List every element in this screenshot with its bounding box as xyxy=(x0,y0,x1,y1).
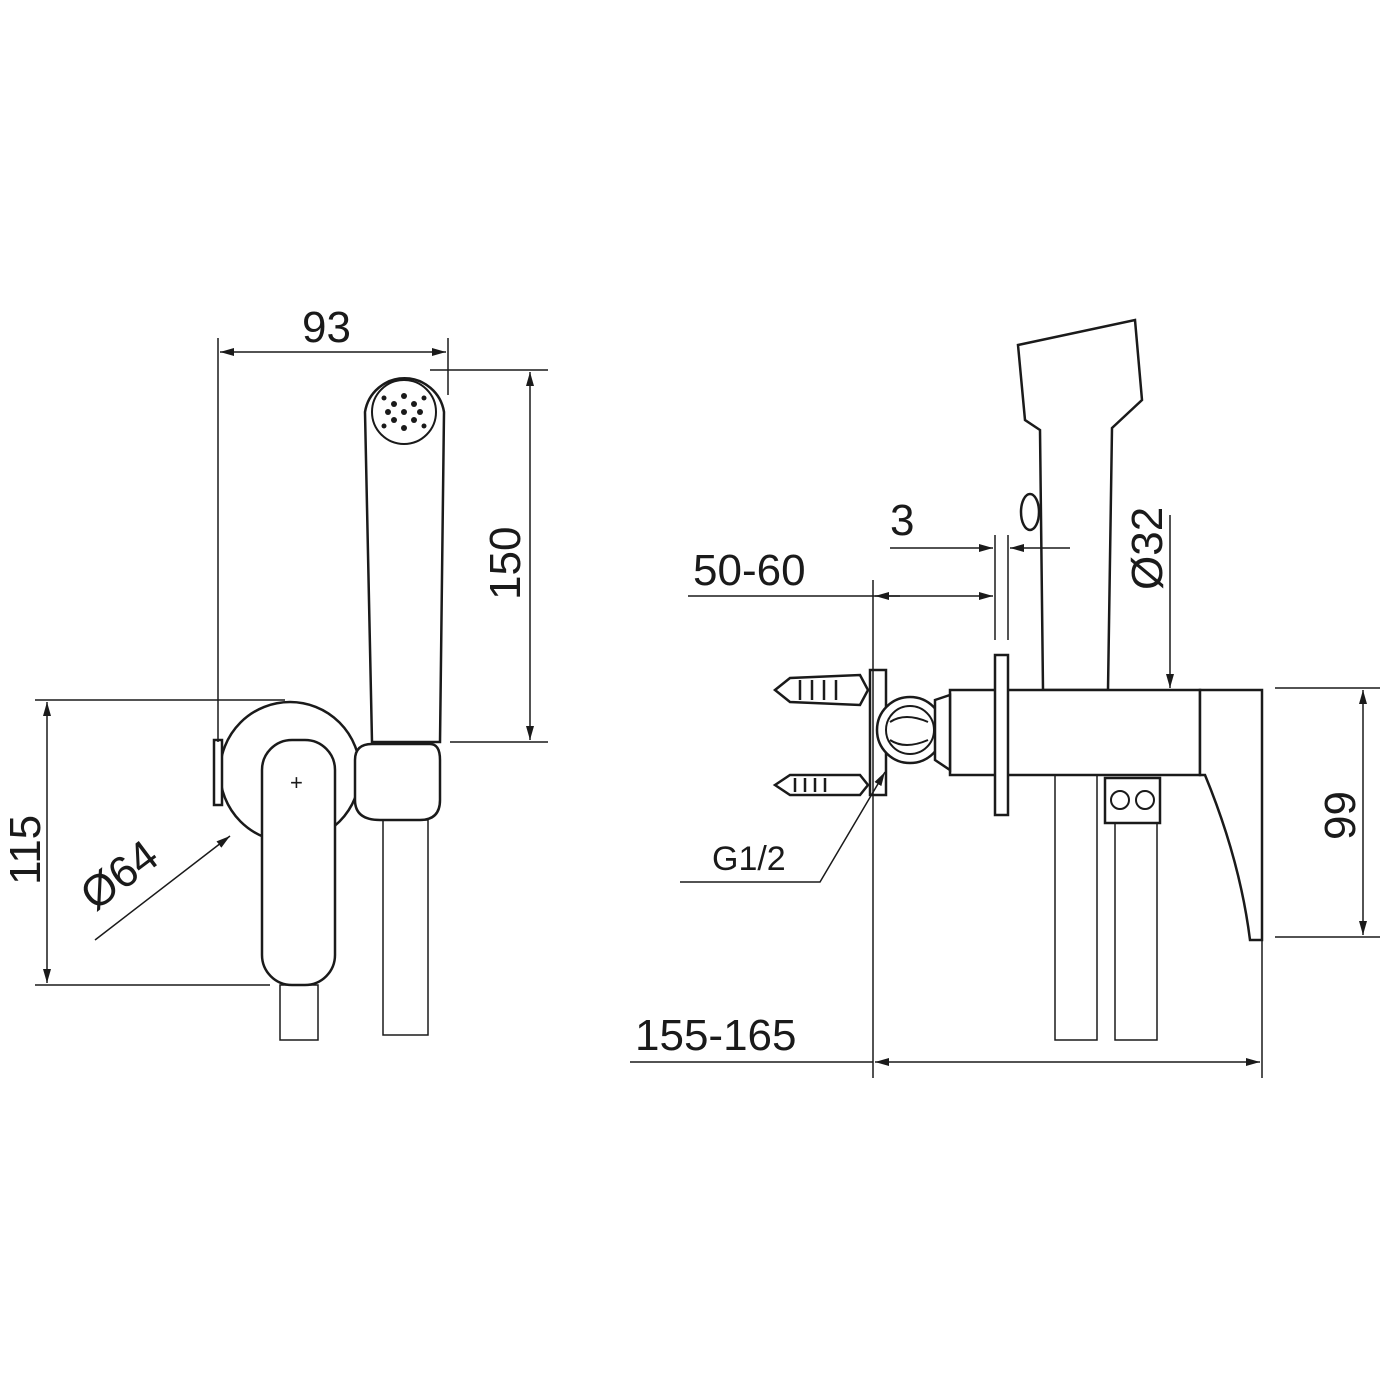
dim-99-label: 99 xyxy=(1316,791,1365,840)
wall-flange xyxy=(993,653,1010,817)
hose-front xyxy=(382,819,429,1036)
hose-side-2 xyxy=(1114,819,1158,1041)
dim-32-label: Ø32 xyxy=(1123,507,1172,590)
mixer-body xyxy=(948,688,1202,777)
dim-line-g12 xyxy=(680,771,886,883)
dim-150-label: 150 xyxy=(481,527,530,600)
mixer-lever xyxy=(260,738,337,987)
handshower-front xyxy=(363,377,446,744)
dim-64-label: Ø64 xyxy=(72,831,168,920)
spray-nozzles xyxy=(381,393,427,431)
spray-face xyxy=(371,379,437,445)
dim-g12-label: G1/2 xyxy=(712,840,786,878)
dim-115-label: 115 xyxy=(1,815,50,885)
dim-155-165-label: 155-165 xyxy=(635,1011,796,1060)
hose-lower-left xyxy=(279,984,319,1041)
handshower-button xyxy=(1019,492,1041,532)
handshower-holder xyxy=(353,742,442,822)
dim-line-64 xyxy=(94,835,231,941)
dim-50-60-label: 50-60 xyxy=(693,546,806,595)
hose-side-1 xyxy=(1054,774,1098,1041)
side-view: 3 50-60 Ø32 G1/2 99 155-165 xyxy=(630,318,1380,1078)
front-view: + 93 150 115 Ø64 xyxy=(1,303,548,1041)
plate-edge xyxy=(212,738,224,807)
lever-mark: + xyxy=(290,770,303,795)
hose-connector xyxy=(1103,776,1162,825)
dim-93-label: 93 xyxy=(302,303,351,352)
mixer-lever-side xyxy=(1198,688,1264,942)
dim-3-label: 3 xyxy=(890,496,914,545)
wall-anchor-bottom xyxy=(772,773,870,797)
wall-anchor-top xyxy=(772,673,870,707)
